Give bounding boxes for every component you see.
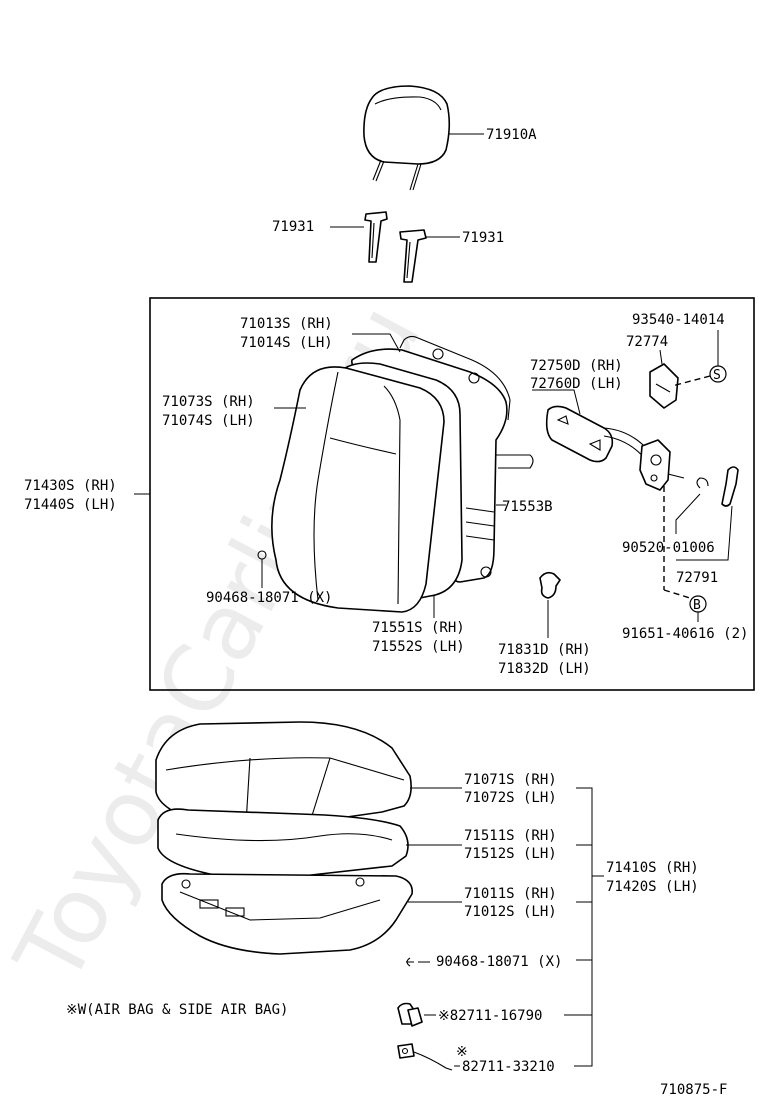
label-71410S: 71410S (RH) <box>606 860 699 876</box>
symbol-b: B <box>693 598 701 613</box>
label-72791: 72791 <box>676 570 718 586</box>
label-93540: 93540-14014 <box>632 312 725 328</box>
headrest[interactable] <box>363 85 451 191</box>
label-71012S: 71012S (LH) <box>464 904 557 920</box>
harness-82711-33210[interactable] <box>397 1043 453 1071</box>
cushion-bracket <box>574 787 593 1067</box>
recliner-mechanism[interactable] <box>639 439 685 491</box>
label-71071S: 71071S (RH) <box>464 772 557 788</box>
symbol-s: S <box>713 368 721 383</box>
connector-82711-16790[interactable] <box>397 1002 423 1027</box>
label-90520: 90520-01006 <box>622 540 715 556</box>
label-91651: 91651-40616 (2) <box>622 626 748 642</box>
label-82711-33210: 82711-33210 <box>462 1059 555 1075</box>
symbol-s-circle <box>709 365 727 383</box>
label-72750D: 72750D (RH) <box>530 358 623 374</box>
label-71931-right: 71931 <box>462 230 504 246</box>
label-71420S: 71420S (LH) <box>606 879 699 895</box>
label-71931-left: 71931 <box>272 219 314 235</box>
label-90468-back: 90468-18071 (X) <box>206 590 332 606</box>
label-71440S: 71440S (LH) <box>24 497 117 513</box>
label-72760D: 72760D (LH) <box>530 376 623 392</box>
label-71511S: 71511S (RH) <box>464 828 557 844</box>
label-71512S: 71512S (LH) <box>464 846 557 862</box>
clip-71831D[interactable] <box>539 571 561 599</box>
note-airbag: ※W(AIR BAG & SIDE AIR BAG) <box>66 1002 288 1018</box>
retaining-clip[interactable] <box>696 477 709 489</box>
seat-cushion-frame[interactable] <box>161 872 413 955</box>
label-71553B: 71553B <box>502 499 553 515</box>
label-72774: 72774 <box>626 334 668 350</box>
diagram-code: 710875-F <box>660 1082 727 1098</box>
label-71430S: 71430S (RH) <box>24 478 117 494</box>
recliner-lever[interactable] <box>721 466 739 507</box>
headrest-support-left[interactable] <box>364 211 388 263</box>
clip-90468-cushion[interactable] <box>406 957 414 967</box>
seat-cushion-pad[interactable] <box>157 808 409 879</box>
dashed-link-s <box>671 375 711 387</box>
label-71011S: 71011S (RH) <box>464 886 557 902</box>
headrest-support-right[interactable] <box>399 229 427 283</box>
label-71072S: 71072S (LH) <box>464 790 557 806</box>
label-90468-cushion: 90468-18071 (X) <box>436 954 562 970</box>
label-71552S: 71552S (LH) <box>372 639 465 655</box>
label-71014S: 71014S (LH) <box>240 335 333 351</box>
bracket-72774[interactable] <box>649 363 679 409</box>
recliner-cover-plate[interactable] <box>545 405 614 463</box>
label-82711-16790: ※82711-16790 <box>438 1008 542 1024</box>
label-71551S: 71551S (RH) <box>372 620 465 636</box>
seatback-cover[interactable] <box>271 366 445 613</box>
label-71013S: 71013S (RH) <box>240 316 333 332</box>
label-71832D: 71832D (LH) <box>498 661 591 677</box>
label-71910A: 71910A <box>486 127 537 143</box>
label-71831D: 71831D (RH) <box>498 642 591 658</box>
label-71073S: 71073S (RH) <box>162 394 255 410</box>
label-71074S: 71074S (LH) <box>162 413 255 429</box>
mark-82711-33210: ※ <box>456 1044 468 1060</box>
